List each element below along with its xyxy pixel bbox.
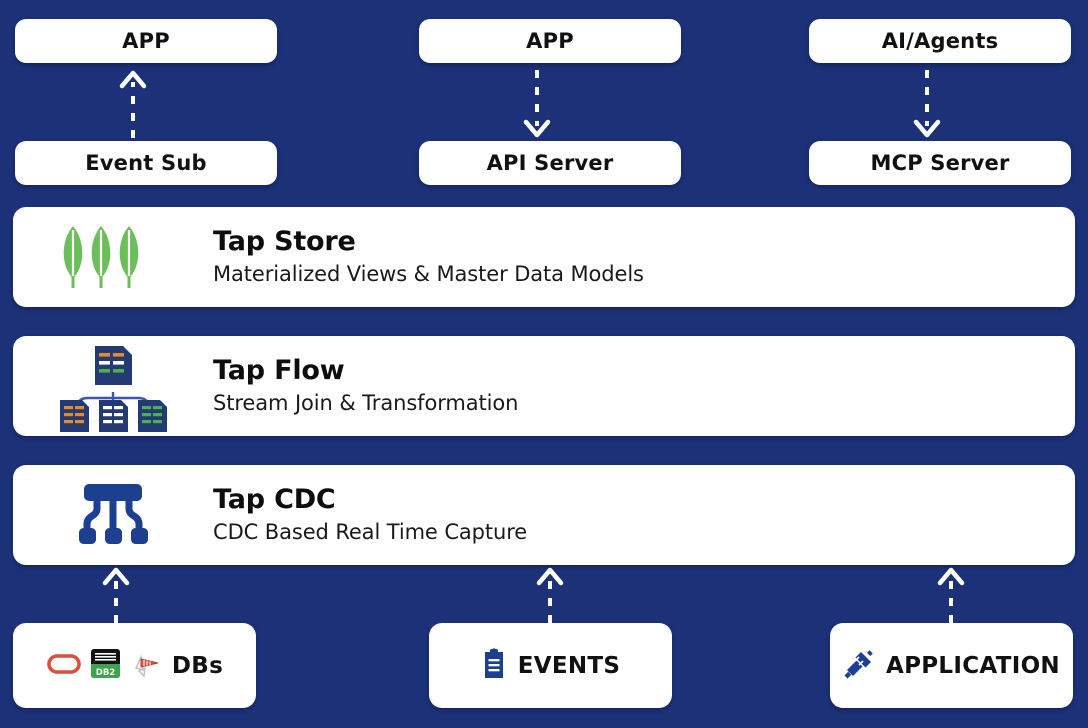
- band-text-block: Tap CDC CDC Based Real Time Capture: [213, 484, 527, 546]
- source-label: DBs: [171, 652, 224, 679]
- band-subtitle: CDC Based Real Time Capture: [213, 519, 528, 544]
- band-subtitle: Materialized Views & Master Data Models: [213, 261, 644, 286]
- band-subtitle: Stream Join & Transformation: [213, 390, 519, 415]
- gateway-label: MCP Server: [870, 151, 1010, 175]
- source-box-events[interactable]: EVENTS: [429, 623, 672, 708]
- plug-connector-icon: [843, 648, 875, 684]
- band-tap-store[interactable]: Tap Store Materialized Views & Master Da…: [13, 207, 1075, 307]
- band-title: Tap Flow: [213, 354, 345, 386]
- band-text-block: Tap Store Materialized Views & Master Da…: [213, 226, 644, 288]
- consumer-box-app-2[interactable]: APP: [419, 19, 681, 63]
- consumer-label: APP: [526, 29, 574, 53]
- gateway-box-event-sub[interactable]: Event Sub: [15, 141, 277, 185]
- band-tap-flow[interactable]: Tap Flow Stream Join & Transformation: [13, 336, 1075, 436]
- sql-server-logo-icon: [129, 648, 161, 684]
- band-title: Tap Store: [213, 225, 356, 257]
- gateway-box-api-server[interactable]: API Server: [419, 141, 681, 185]
- consumer-label: AI/Agents: [881, 29, 999, 53]
- source-label: EVENTS: [517, 652, 621, 679]
- consumer-box-ai-agents[interactable]: AI/Agents: [809, 19, 1071, 63]
- arrow-down-api-server: [523, 70, 551, 138]
- gateway-label: Event Sub: [85, 151, 207, 175]
- band-title: Tap CDC: [213, 483, 336, 515]
- arrow-up-event-sub: [119, 70, 147, 138]
- mongodb-leaves-icon: [13, 224, 213, 290]
- arrow-up-dbs: [102, 567, 130, 623]
- gateway-box-mcp-server[interactable]: MCP Server: [809, 141, 1071, 185]
- clipboard-icon: [481, 647, 507, 684]
- document-merge-icon: [13, 340, 213, 432]
- arrow-up-application: [937, 567, 965, 623]
- arrow-down-mcp-server: [913, 70, 941, 138]
- source-label: APPLICATION: [886, 652, 1060, 679]
- db-logo-row: DB2: [46, 648, 161, 684]
- source-box-application[interactable]: APPLICATION: [830, 623, 1073, 708]
- consumer-box-app-1[interactable]: APP: [15, 19, 277, 63]
- cdc-fanout-icon: [13, 482, 213, 548]
- gateway-label: API Server: [486, 151, 614, 175]
- source-box-dbs[interactable]: DB2 DBs: [13, 623, 256, 708]
- oracle-logo-icon: [46, 651, 82, 681]
- ibm-db2-logo-icon: DB2: [90, 649, 120, 682]
- consumer-label: APP: [122, 29, 170, 53]
- svg-text:DB2: DB2: [96, 668, 116, 678]
- band-text-block: Tap Flow Stream Join & Transformation: [213, 355, 518, 417]
- arrow-up-events: [536, 567, 564, 623]
- band-tap-cdc[interactable]: Tap CDC CDC Based Real Time Capture: [13, 465, 1075, 565]
